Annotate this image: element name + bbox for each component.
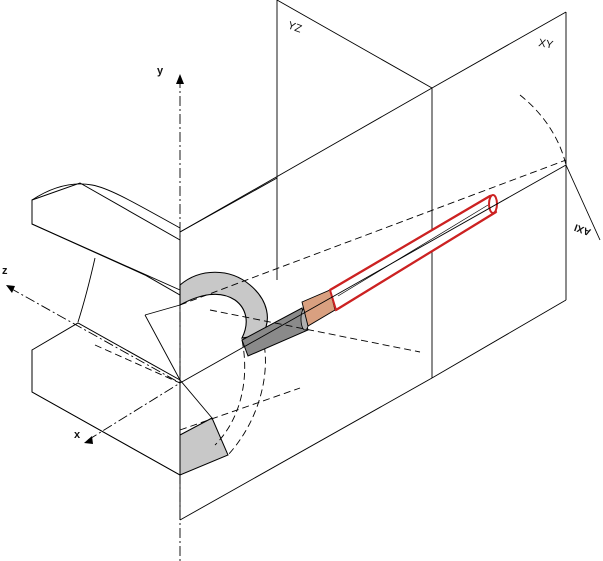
- y-axis-arrow-icon: [176, 74, 184, 84]
- anvil-block: [31, 182, 229, 476]
- y-axis-label: y: [157, 65, 164, 77]
- axi-label: AXI: [573, 221, 593, 237]
- z-axis-arrow-icon: [6, 285, 15, 293]
- z-axis-label: z: [2, 265, 8, 277]
- xy-plane-label: XY: [537, 37, 554, 51]
- x-axis-label: x: [74, 429, 81, 441]
- yz-plane-label: YZ: [286, 20, 304, 36]
- axis-lines: [9, 78, 601, 561]
- x-axis-arrow-icon: [84, 436, 93, 444]
- curved-jaw: [144, 271, 268, 456]
- axis-arrows: [6, 74, 184, 444]
